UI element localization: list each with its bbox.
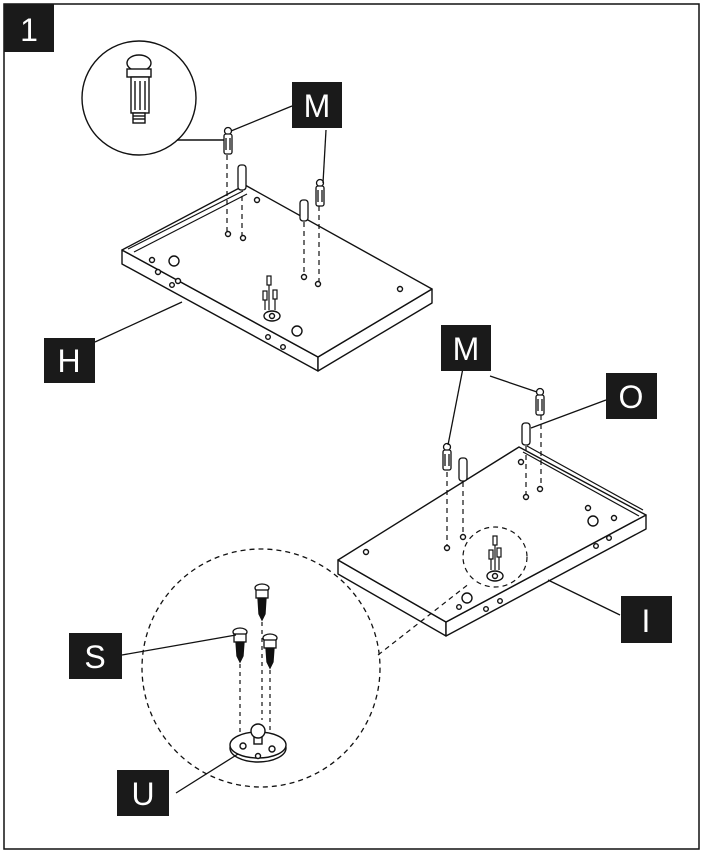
dowel xyxy=(299,199,309,222)
foot-plate-u xyxy=(229,723,287,763)
hole xyxy=(291,325,303,337)
hole xyxy=(224,230,232,238)
screw-s xyxy=(262,633,278,670)
label-s: S xyxy=(69,633,122,679)
screw-s xyxy=(232,627,248,664)
svg-text:M: M xyxy=(304,88,331,124)
hole xyxy=(362,548,370,556)
label-h: H xyxy=(44,338,95,383)
screws-on-panel-h xyxy=(262,275,278,310)
svg-text:U: U xyxy=(131,776,154,812)
cam-bolt-m xyxy=(442,442,452,471)
hole xyxy=(461,592,473,604)
label-m-top: M xyxy=(292,82,342,128)
panel-h xyxy=(121,184,433,372)
bolt-magnifier xyxy=(81,40,224,156)
leader-lines-bottom xyxy=(121,634,239,794)
dowel xyxy=(237,164,247,191)
edge-hole xyxy=(483,606,490,613)
svg-text:S: S xyxy=(84,639,105,675)
screws-on-panel-i xyxy=(488,535,502,570)
edge-hole xyxy=(593,543,600,550)
leader-lines-top xyxy=(94,105,327,343)
panel-i xyxy=(337,445,647,637)
cam-bolt-m xyxy=(223,126,233,155)
cam-bolt-m xyxy=(535,387,545,416)
hole xyxy=(396,285,404,293)
hole xyxy=(148,256,156,264)
hole xyxy=(517,458,525,466)
svg-text:I: I xyxy=(642,603,651,639)
hole xyxy=(174,277,182,285)
edge-hole xyxy=(456,604,463,611)
label-m-right: M xyxy=(441,325,491,371)
label-o: O xyxy=(606,373,657,419)
edge-hole xyxy=(168,282,175,289)
hole xyxy=(610,514,618,522)
svg-text:M: M xyxy=(453,331,480,367)
dowel xyxy=(458,457,468,482)
label-i: I xyxy=(621,596,672,643)
hole xyxy=(587,515,599,527)
step-badge: 1 xyxy=(4,4,54,52)
hole xyxy=(154,268,162,276)
step-number: 1 xyxy=(20,12,38,48)
hole xyxy=(300,273,308,281)
hole xyxy=(584,504,592,512)
edge-hole xyxy=(265,334,272,341)
detail-circle-small xyxy=(462,526,528,588)
label-u: U xyxy=(117,770,169,816)
dowel xyxy=(521,422,531,446)
hole xyxy=(314,280,322,288)
edge-hole xyxy=(497,598,504,605)
guide-lines-h xyxy=(226,155,320,282)
hole xyxy=(522,493,530,501)
hole xyxy=(168,255,180,267)
foot-detail xyxy=(141,548,471,788)
cam-bolt-m xyxy=(315,178,325,207)
screw-s xyxy=(254,583,270,622)
edge-hole xyxy=(280,344,287,351)
svg-text:H: H xyxy=(57,343,80,379)
guide-lines-i xyxy=(446,415,542,546)
hole xyxy=(239,234,247,242)
edge-hole xyxy=(606,535,613,542)
hole xyxy=(536,485,544,493)
hole xyxy=(253,196,261,204)
hole xyxy=(459,533,467,541)
leader-lines-right xyxy=(447,367,621,616)
hole xyxy=(443,544,451,552)
svg-text:O: O xyxy=(619,379,644,415)
